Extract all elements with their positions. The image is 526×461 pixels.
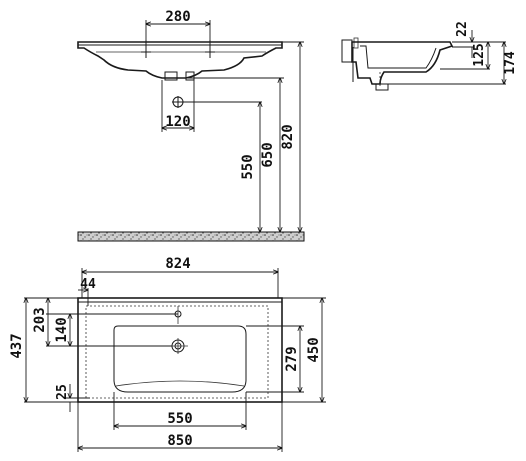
side-profile: [351, 41, 454, 85]
dim-label-279: 279: [284, 346, 300, 371]
dim-label-22: 22: [455, 21, 470, 37]
top-outline: [77, 297, 283, 403]
dim-label-44: 44: [80, 277, 96, 292]
dim-label-203: 203: [32, 307, 48, 332]
dim-label-850: 850: [167, 433, 192, 449]
dim-label-174: 174: [503, 51, 518, 75]
dim-label-125: 125: [472, 43, 487, 66]
dim-label-824: 824: [165, 256, 190, 272]
dim-label-650: 650: [260, 142, 276, 167]
dim-label-437: 437: [9, 333, 25, 358]
side-waste: [375, 83, 389, 91]
dim-label-280: 280: [165, 9, 190, 25]
bowl-front-curve: [115, 380, 245, 387]
dim-label-450: 450: [306, 337, 322, 362]
basin-slab-outline: [77, 41, 283, 79]
inner-dashed-outline: [85, 305, 269, 399]
tap-hole-right: [205, 40, 215, 58]
tap-hole-left: [141, 40, 151, 58]
dim-label-550-top: 550: [167, 411, 192, 427]
dim-label-25: 25: [55, 384, 70, 400]
dim-label-140: 140: [54, 317, 70, 342]
waste-outlet: [164, 71, 195, 108]
dim-label-550: 550: [240, 154, 256, 179]
dim-label-120: 120: [165, 114, 190, 130]
side-view: 22 125 174: [341, 21, 518, 91]
side-bowl-inner: [360, 45, 437, 69]
wall-bracket: [341, 39, 353, 63]
floor-granite: [77, 231, 305, 242]
bowl-outline: [113, 325, 247, 393]
dim-label-820: 820: [280, 124, 296, 149]
tap-stub: [353, 37, 359, 49]
top-view: 824 44 203 140 437 25 279 450 550: [9, 256, 326, 452]
front-view: 280 120 550 650 820: [77, 9, 305, 242]
